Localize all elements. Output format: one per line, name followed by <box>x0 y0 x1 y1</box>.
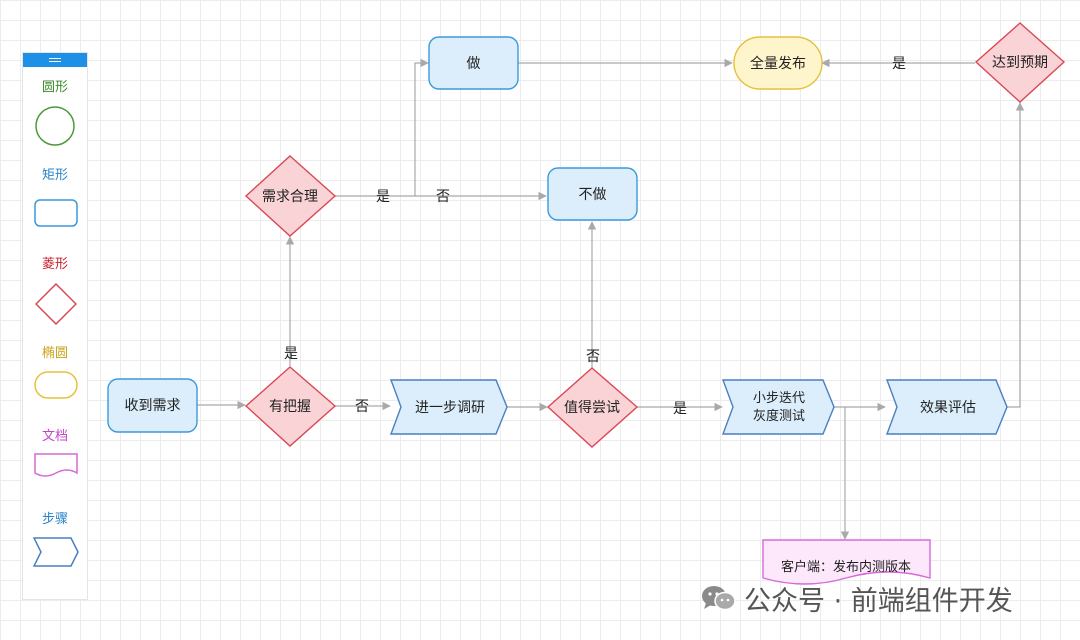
node-not-do-label: 不做 <box>579 187 607 203</box>
grip-line <box>49 61 61 62</box>
watermark: 公众号 · 前端组件开发 <box>700 580 1013 617</box>
palette-label-diamond: 菱形 <box>41 257 68 272</box>
edges <box>197 58 1025 540</box>
palette-label-ellipse: 椭圆 <box>41 346 68 361</box>
diamond-shape-tool[interactable] <box>35 283 77 325</box>
node-worth-try-label: 值得尝试 <box>564 399 620 416</box>
step-shape-tool[interactable] <box>33 537 79 567</box>
node-release-label: 全量发布 <box>750 55 806 72</box>
palette-label-step: 步骤 <box>41 512 68 527</box>
node-reasonable[interactable]: 需求合理 <box>244 155 337 237</box>
node-client-doc-label: 客户端：发布内测版本 <box>781 559 911 575</box>
grip-line <box>49 58 61 59</box>
node-iterate-label-2: 灰度测试 <box>753 408 805 424</box>
node-receive-label: 收到需求 <box>125 398 181 414</box>
ellipse-shape-tool[interactable] <box>34 371 78 399</box>
node-do[interactable]: 做 <box>428 36 519 90</box>
node-research-label: 进一步调研 <box>415 400 485 416</box>
node-reasonable-label: 需求合理 <box>262 189 318 205</box>
label-expected-yes: 是 <box>892 56 906 72</box>
edge-reasonable-do[interactable] <box>335 58 429 197</box>
document-shape-tool[interactable] <box>34 453 78 479</box>
node-evaluate-label: 效果评估 <box>920 400 976 416</box>
node-client-doc[interactable]: 客户端：发布内测版本 <box>762 539 931 585</box>
node-expected[interactable]: 达到预期 <box>974 22 1066 103</box>
node-expected-label: 达到预期 <box>992 55 1048 71</box>
edge-evaluate-expected[interactable] <box>1007 102 1025 408</box>
label-reasonable-no: 否 <box>436 189 450 205</box>
label-confident-no: 否 <box>355 399 369 415</box>
label-reasonable-yes: 是 <box>376 189 390 205</box>
watermark-text: 公众号 · 前端组件开发 <box>744 585 1013 617</box>
node-research[interactable]: 进一步调研 <box>389 379 508 435</box>
node-confident[interactable]: 有把握 <box>244 366 337 447</box>
node-do-label: 做 <box>467 56 481 72</box>
node-iterate-label-1: 小步迭代 <box>753 391 805 406</box>
palette-label-document: 文档 <box>41 429 68 444</box>
shape-palette: 圆形 矩形 菱形 椭圆 文档 步骤 <box>22 52 88 600</box>
wechat-icon <box>702 586 736 611</box>
node-worth-try[interactable]: 值得尝试 <box>546 367 639 448</box>
palette-label-circle: 圆形 <box>41 80 68 95</box>
node-receive[interactable]: 收到需求 <box>107 378 198 433</box>
node-iterate[interactable]: 小步迭代 灰度测试 <box>721 379 835 435</box>
node-not-do[interactable]: 不做 <box>547 167 638 221</box>
node-evaluate[interactable]: 效果评估 <box>885 379 1008 435</box>
node-release[interactable]: 全量发布 <box>733 36 823 90</box>
node-confident-label: 有把握 <box>269 399 311 415</box>
label-worth-yes: 是 <box>673 401 687 417</box>
circle-shape-tool[interactable] <box>34 105 76 147</box>
label-confident-yes: 是 <box>284 346 298 362</box>
palette-label-rect: 矩形 <box>41 168 68 183</box>
label-worth-no: 否 <box>586 349 600 365</box>
palette-drag-handle[interactable] <box>23 53 87 67</box>
rect-shape-tool[interactable] <box>34 199 78 227</box>
